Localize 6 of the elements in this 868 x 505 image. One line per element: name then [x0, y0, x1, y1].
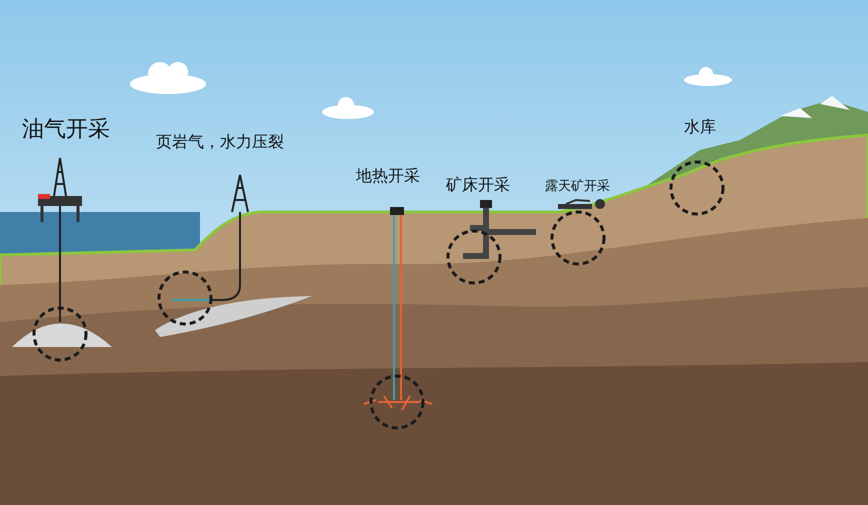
site-label: 矿床开采: [446, 176, 510, 194]
site-label: 地热开采: [356, 167, 420, 185]
site-label: 页岩气，水力压裂: [156, 133, 284, 151]
site-label: 露天矿开采: [545, 180, 610, 194]
site-label: 水库: [684, 118, 716, 136]
site-label: 油气开采: [22, 118, 110, 142]
